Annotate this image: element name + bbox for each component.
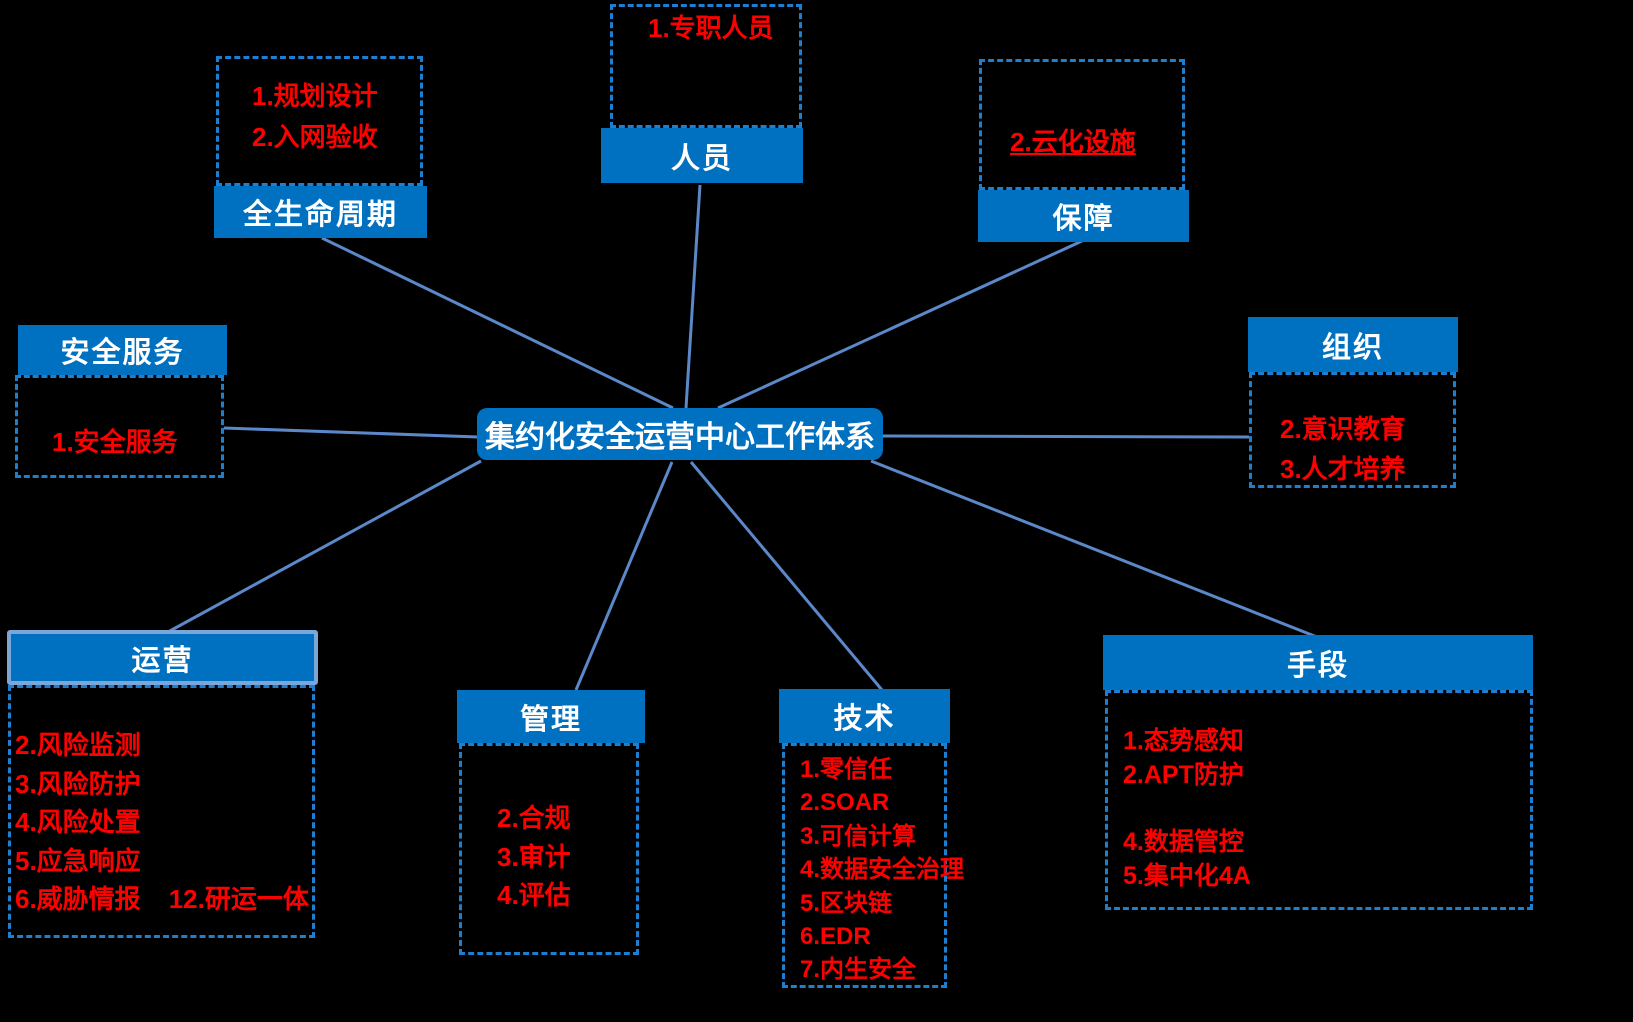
list-item: 6.EDR [800, 922, 871, 950]
list-item: 1.安全服务 [52, 427, 178, 457]
organization-header-label: 组织 [1321, 331, 1384, 364]
list-item: 3.风险防护 [15, 768, 141, 799]
security-service-items-box [15, 375, 224, 478]
personnel-items: 1.专职人员 [648, 14, 774, 43]
organization-items-box [1249, 372, 1456, 488]
management-items-box [459, 743, 639, 955]
connector-security-service [223, 426, 479, 439]
list-item: 4.风险处置 [15, 807, 141, 838]
list-item: 1.规划设计 [252, 81, 378, 111]
connector-means [870, 459, 1318, 639]
list-item: 4.评估 [497, 880, 571, 911]
connector-technology [689, 461, 884, 691]
security-service-header: 安全服务 [18, 325, 227, 375]
security-service-items: 1.安全服务 [52, 428, 178, 457]
list-item: 2.APT防护 [1123, 760, 1244, 789]
means-header: 手段 [1103, 635, 1533, 690]
operations-last-row: 6.威胁情报 12.研运一体 [15, 885, 309, 914]
technology-header: 技术 [779, 689, 950, 743]
management-items: 2.合规 3.审计 4.评估 [497, 804, 571, 910]
list-item: 5.应急响应 [15, 845, 141, 876]
list-item: 2.风险监测 [15, 730, 141, 760]
list-item: 1.零信任 [800, 756, 893, 783]
means-header-label: 手段 [1286, 649, 1349, 682]
connector-personnel [684, 184, 702, 409]
central-node: 集约化安全运营中心工作体系 [477, 408, 883, 460]
connector-management [574, 461, 674, 691]
technology-header-label: 技术 [833, 703, 896, 735]
operations-header-label: 运营 [131, 644, 194, 677]
list-item: 5.集中化4A [1123, 861, 1251, 890]
lifecycle-header-label: 全生命周期 [242, 199, 398, 231]
operations-items-box [8, 685, 315, 938]
personnel-header-label: 人员 [670, 142, 733, 175]
list-item: 3.人才培养 [1280, 453, 1406, 484]
operations-header: 运营 [7, 630, 318, 685]
organization-header: 组织 [1248, 317, 1458, 372]
lifecycle-header: 全生命周期 [214, 186, 427, 238]
list-item: 1.态势感知 [1123, 727, 1244, 755]
support-items: 2.云化设施 [1010, 128, 1136, 157]
personnel-header: 人员 [601, 128, 803, 183]
support-header-label: 保障 [1052, 203, 1115, 235]
list-item: 2.意识教育 [1280, 414, 1406, 444]
list-item: 2.云化设施 [1010, 127, 1136, 157]
central-node-label: 集约化安全运营中心工作体系 [485, 421, 875, 454]
list-item: 7.内生安全 [800, 956, 917, 984]
management-header-label: 管理 [519, 703, 582, 736]
list-item: 4.数据管控 [1123, 828, 1244, 856]
lifecycle-items: 1.规划设计 2.入网验收 [252, 82, 378, 151]
means-items: 1.态势感知 2.APT防护 4.数据管控 5.集中化4A [1123, 727, 1251, 890]
list-item: 2.合规 [497, 803, 571, 833]
connector-operations [167, 459, 482, 634]
security-service-header-label: 安全服务 [60, 337, 185, 369]
connector-lifecycle [321, 236, 674, 410]
list-item: 1.专职人员 [648, 13, 774, 43]
list-item: 5.区块链 [800, 889, 893, 917]
organization-items: 2.意识教育 3.人才培养 [1280, 415, 1406, 483]
technology-items-box [782, 743, 947, 988]
operations-items: 2.风险监测 3.风险防护 4.风险处置 5.应急响应 6.威胁情报 12.研运… [15, 731, 309, 914]
list-item: 2.入网验收 [252, 121, 378, 152]
support-items-box [979, 59, 1185, 190]
list-item: 3.可信计算 [800, 822, 917, 850]
management-header: 管理 [457, 690, 645, 743]
personnel-items-box [610, 4, 802, 128]
means-items-box [1105, 690, 1533, 910]
lifecycle-items-box [216, 56, 423, 186]
list-item: 2.SOAR [800, 789, 890, 817]
connector-organization [881, 434, 1250, 439]
list-item: 12.研运一体 [168, 884, 309, 915]
technology-items: 1.零信任 2.SOAR 3.可信计算 4.数据安全治理 5.区块链 6.EDR… [800, 756, 965, 984]
support-header: 保障 [978, 190, 1189, 242]
list-item: 3.审计 [497, 841, 571, 872]
list-item: 4.数据安全治理 [800, 856, 965, 884]
connector-support [717, 239, 1083, 410]
list-item: 6.威胁情报 [15, 884, 141, 915]
